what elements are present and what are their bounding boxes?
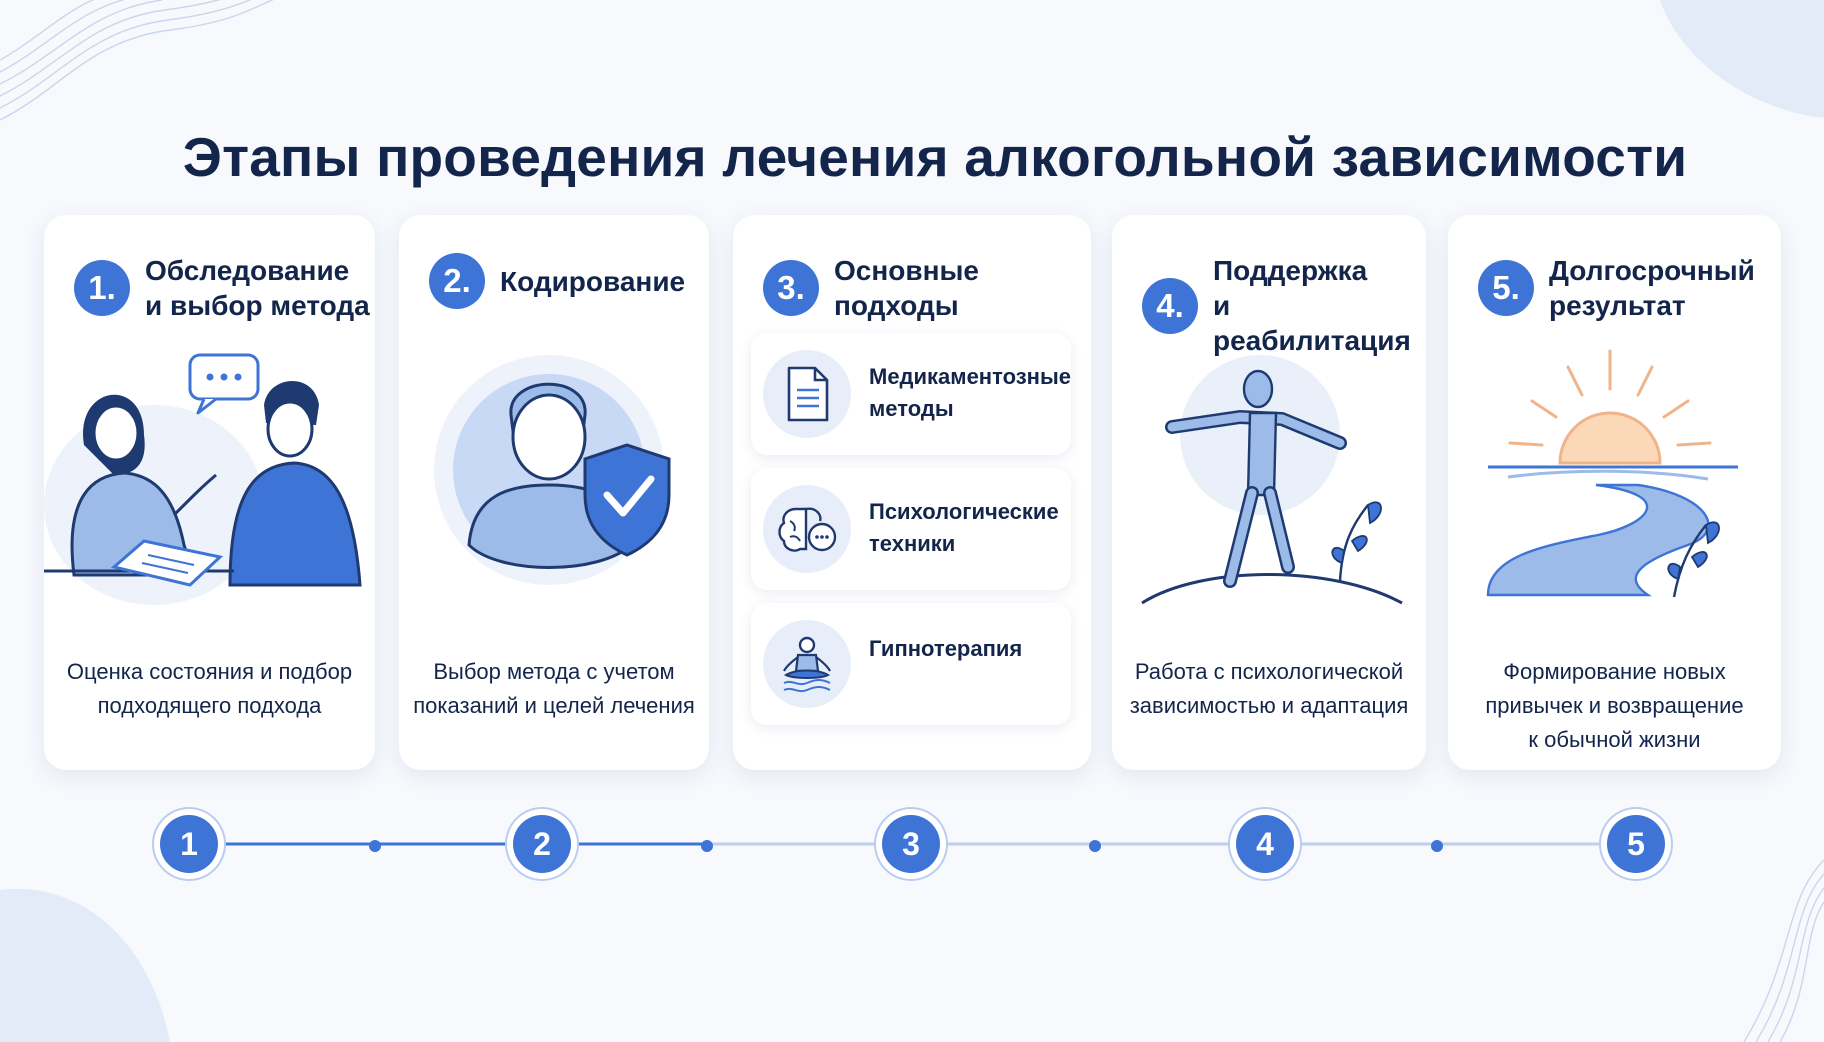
timeline-line (190, 842, 1636, 846)
stage-number: 1. (74, 260, 130, 316)
stage-card-2: 2. Кодирование Выбор метода с учетом пок… (399, 215, 709, 770)
stage-header: 1. Обследование и выбор метода (74, 253, 370, 323)
stage-header: 2. Кодирование (429, 253, 685, 309)
stage-title: Кодирование (500, 265, 686, 297)
timeline-step-2: 2 (513, 815, 571, 873)
meditation-icon (763, 620, 851, 708)
corner-blob-bottom-left (0, 888, 170, 1042)
timeline-step-5: 5 (1607, 815, 1665, 873)
stage-description: Оценка состояния и подбор подходящего по… (66, 659, 353, 718)
wave-lines-decoration (0, 0, 274, 121)
stage-card-3: 3. Основные подходы Медикаментозные мето… (733, 215, 1091, 770)
stage-header: 4. Поддержка и реабилитация (1142, 253, 1426, 358)
approach-label: Гипнотерапия (869, 636, 1023, 661)
corner-blob-top-right (1660, 0, 1824, 118)
stage-number: 4. (1142, 277, 1198, 334)
timeline-dot (369, 840, 381, 852)
stage-description: Формирование новых привычек и возвращени… (1485, 659, 1744, 752)
timeline-step-1: 1 (160, 815, 218, 873)
timeline-dot (701, 840, 713, 852)
stage-description: Работа с психологической зависимостью и … (1129, 659, 1409, 718)
timeline-step-4: 4 (1236, 815, 1294, 873)
stage-title: Долгосрочный результат (1549, 255, 1755, 321)
timeline-step-3: 3 (882, 815, 940, 873)
stage-description: Выбор метода с учетом показаний и целей … (413, 659, 695, 718)
person-shield-icon (434, 355, 671, 585)
consultation-icon (44, 353, 362, 605)
sunrise-path-icon (1486, 349, 1738, 598)
stage-title: Основные подходы (834, 255, 979, 321)
document-icon (763, 350, 851, 438)
stage-number: 3. (763, 260, 819, 316)
stage-card-4: 4. Поддержка и реабилитация Работа с пси… (1112, 215, 1426, 770)
approach-label: Психологические техники (869, 499, 1059, 556)
approach-label: Медикаментозные методы (869, 364, 1071, 421)
stage-header: 3. Основные подходы (763, 253, 1091, 323)
walking-person-icon (1141, 355, 1403, 605)
approach-item-medication: Медикаментозные методы (751, 333, 1071, 455)
stage-header: 5. Долгосрочный результат (1478, 253, 1755, 323)
brain-chat-icon (763, 485, 851, 573)
progress-timeline: 1 2 3 4 5 (0, 800, 1824, 900)
stage-number: 2. (429, 253, 485, 309)
stage-title: Обследование и выбор метода (145, 255, 370, 321)
stage-card-1: 1. Обследование и выбор метода Оценка со… (44, 215, 375, 770)
stage-title: Поддержка и реабилитация (1213, 255, 1411, 356)
stage-card-5: 5. Долгосрочный результат Формирование н… (1448, 215, 1781, 770)
approach-item-psychology: Психологические техники (751, 468, 1071, 590)
stage-number: 5. (1478, 260, 1534, 316)
page-title: Этапы проведения лечения алкогольной зав… (182, 125, 1688, 188)
timeline-dot (1089, 840, 1101, 852)
timeline-dot (1431, 840, 1443, 852)
approach-item-hypnotherapy: Гипнотерапия (751, 603, 1071, 725)
